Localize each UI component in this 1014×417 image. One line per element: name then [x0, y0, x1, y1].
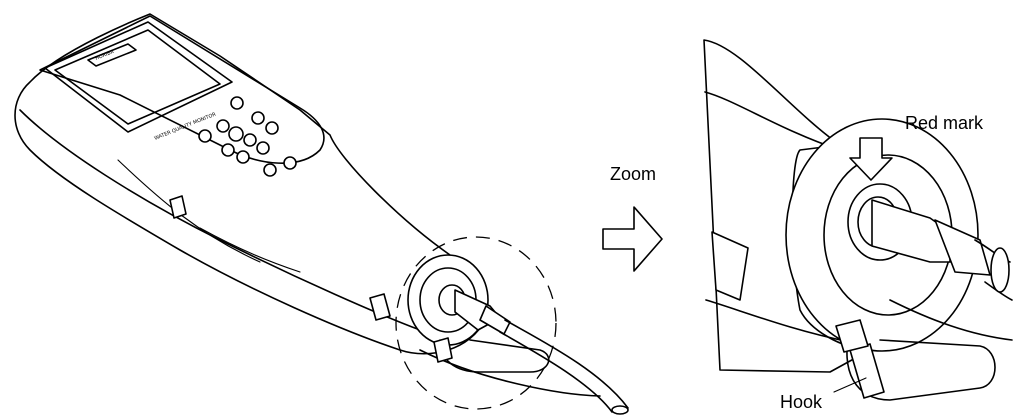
key-5: [216, 119, 230, 133]
zoom-body-top-line: [704, 91, 841, 151]
red-mark-arrow-icon: [849, 137, 893, 181]
key-3: [265, 121, 279, 135]
hook-leader-line: [833, 377, 867, 393]
hook-label: Hook: [780, 392, 823, 412]
strap-clip: [433, 337, 453, 363]
cable-end: [611, 405, 629, 415]
zoom-side-latch: [711, 231, 749, 301]
display-screen: [54, 29, 221, 125]
zoom-hook-block: [835, 319, 869, 353]
zoom-strap-tail: [889, 299, 1013, 341]
key-9: [256, 141, 270, 155]
display-bezel: [44, 21, 233, 133]
zoomed-detail: [703, 39, 1013, 401]
zoom-region-circle: [395, 236, 557, 410]
key-2: [251, 111, 265, 125]
body-side-line: [19, 109, 421, 331]
zoom-label: Zoom: [610, 164, 657, 184]
key-1: [230, 96, 244, 110]
cable-upper: [504, 319, 629, 409]
key-7: [221, 143, 235, 157]
zoom-cable-end: [990, 247, 1010, 293]
zoom-hook-clip: [849, 343, 885, 399]
body-side-groove: [199, 227, 301, 273]
handheld-meter: HORIBA WATER QUALITY MONITOR: [14, 13, 629, 415]
zoom-arrow-icon: [602, 206, 663, 272]
zoom-plug-sleeve: [934, 219, 991, 276]
zoom-body-side-line: [705, 299, 851, 343]
zoom-plug: [871, 199, 951, 263]
key-enter: [228, 126, 244, 142]
key-10: [283, 156, 297, 170]
cable-lower: [499, 331, 613, 413]
zoom-strap-loop: [846, 329, 996, 401]
bottom-latch: [369, 293, 391, 321]
key-6: [243, 133, 257, 147]
keypad: [198, 96, 297, 177]
brand-plate: [87, 43, 137, 67]
key-11: [263, 163, 277, 177]
key-8: [236, 150, 250, 164]
key-4: [198, 129, 212, 143]
side-latch: [169, 195, 187, 219]
red-mark-label: Red mark: [905, 113, 984, 133]
